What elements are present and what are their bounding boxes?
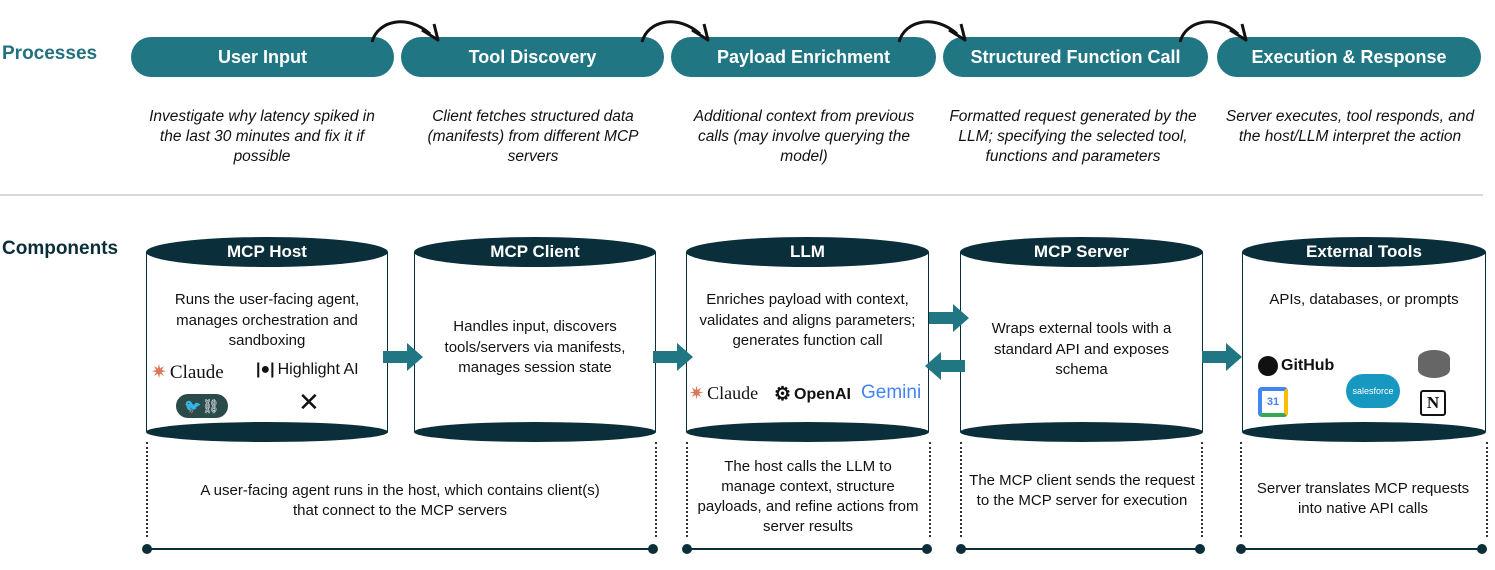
component-title: LLM bbox=[686, 237, 929, 267]
component-title: MCP Client bbox=[414, 237, 656, 267]
process-description: Formatted request generated by the LLM; … bbox=[949, 108, 1197, 165]
section-divider bbox=[0, 194, 1483, 196]
highlight-icon: |●| bbox=[256, 361, 275, 378]
component-llm: LLM Enriches payload with context, valid… bbox=[686, 237, 929, 442]
component-mcp-host: MCP Host Runs the user-facing agent, man… bbox=[146, 237, 388, 442]
components-label: Components bbox=[2, 238, 119, 259]
arrow-right-icon bbox=[653, 343, 693, 371]
processes-label: Processes bbox=[2, 43, 98, 64]
process-structured-function-call: Structured Function Call bbox=[943, 37, 1208, 77]
curved-arrow-icon bbox=[1178, 20, 1248, 43]
bird-logo-icon: ✕ bbox=[298, 387, 320, 417]
bottom-note: Server translates MCP requests into nati… bbox=[1256, 480, 1470, 517]
component-description: Runs the user-facing agent, manages orch… bbox=[174, 291, 360, 349]
bracket-dotted-line bbox=[146, 442, 148, 537]
span-line-tools bbox=[1240, 548, 1482, 550]
span-endpoint bbox=[142, 544, 152, 554]
arrow-right-icon bbox=[929, 304, 969, 332]
component-mcp-client: MCP Client Handles input, discovers tool… bbox=[414, 237, 656, 442]
highlight-ai-logo: |●|Highlight AI bbox=[256, 361, 359, 378]
openai-logo: ⚙OpenAI bbox=[774, 384, 851, 405]
gemini-logo: Gemini bbox=[861, 382, 922, 403]
bracket-dotted-line bbox=[929, 442, 931, 537]
process-execution-response: Execution & Response bbox=[1217, 37, 1481, 77]
component-description: APIs, databases, or prompts bbox=[1269, 291, 1459, 308]
bracket-dotted-line bbox=[1240, 442, 1242, 537]
bracket-dotted-line bbox=[960, 442, 962, 537]
openai-knot-icon: ⚙ bbox=[774, 384, 792, 405]
span-endpoint bbox=[682, 544, 692, 554]
arrow-right-icon bbox=[383, 343, 423, 371]
github-logo: GitHub bbox=[1258, 356, 1334, 376]
span-endpoint bbox=[648, 544, 658, 554]
span-line-host-client bbox=[146, 548, 653, 550]
component-title: External Tools bbox=[1242, 237, 1486, 267]
component-mcp-server: MCP Server Wraps external tools with a s… bbox=[960, 237, 1203, 442]
bracket-dotted-line bbox=[655, 442, 657, 537]
bracket-dotted-line bbox=[1486, 442, 1488, 537]
component-description: Enriches payload with context, validates… bbox=[699, 291, 916, 349]
process-payload-enrichment: Payload Enrichment bbox=[671, 37, 936, 77]
claude-logo: ✷Claude bbox=[689, 383, 759, 403]
span-endpoint bbox=[1236, 544, 1246, 554]
notion-logo: N bbox=[1420, 390, 1446, 416]
span-endpoint bbox=[956, 544, 966, 554]
claude-sparkle-icon: ✷ bbox=[689, 383, 705, 403]
arrow-left-icon bbox=[925, 352, 965, 380]
span-line-llm bbox=[686, 548, 927, 550]
span-line-server bbox=[960, 548, 1200, 550]
curved-arrow-icon bbox=[640, 20, 710, 43]
component-description: Wraps external tools with a standard API… bbox=[991, 320, 1172, 378]
claude-sparkle-icon: ✷ bbox=[151, 362, 167, 383]
claude-logo: ✷Claude bbox=[151, 361, 224, 384]
component-title: MCP Host bbox=[146, 237, 388, 267]
process-description: Server executes, tool responds, and the … bbox=[1225, 108, 1475, 145]
bottom-note: The host calls the LLM to manage context… bbox=[697, 458, 919, 535]
salesforce-logo: salesforce bbox=[1346, 374, 1400, 408]
span-endpoint bbox=[922, 544, 932, 554]
parrot-link-logo: 🐦⛓ bbox=[176, 394, 228, 418]
process-description: Additional context from previous calls (… bbox=[693, 108, 915, 165]
google-calendar-logo: 31 bbox=[1258, 387, 1288, 417]
database-icon bbox=[1418, 350, 1450, 378]
span-endpoint bbox=[1477, 544, 1487, 554]
component-description: Handles input, discovers tools/servers v… bbox=[444, 318, 626, 376]
curved-arrow-icon bbox=[370, 20, 440, 43]
bottom-note: A user-facing agent runs in the host, wh… bbox=[200, 482, 600, 519]
process-tool-discovery: Tool Discovery bbox=[401, 37, 664, 77]
component-external-tools: External Tools APIs, databases, or promp… bbox=[1242, 237, 1486, 442]
component-title: MCP Server bbox=[960, 237, 1203, 267]
span-endpoint bbox=[1195, 544, 1205, 554]
arrow-right-icon bbox=[1202, 343, 1242, 371]
bracket-dotted-line bbox=[686, 442, 688, 537]
process-description: Investigate why latency spiked in the la… bbox=[149, 108, 375, 165]
bracket-dotted-line bbox=[1201, 442, 1203, 537]
process-description: Client fetches structured data (manifest… bbox=[427, 108, 639, 165]
curved-arrow-icon bbox=[897, 20, 967, 43]
github-octocat-icon bbox=[1258, 356, 1278, 376]
bottom-note: The MCP client sends the request to the … bbox=[969, 472, 1195, 509]
process-user-input: User Input bbox=[131, 37, 394, 77]
